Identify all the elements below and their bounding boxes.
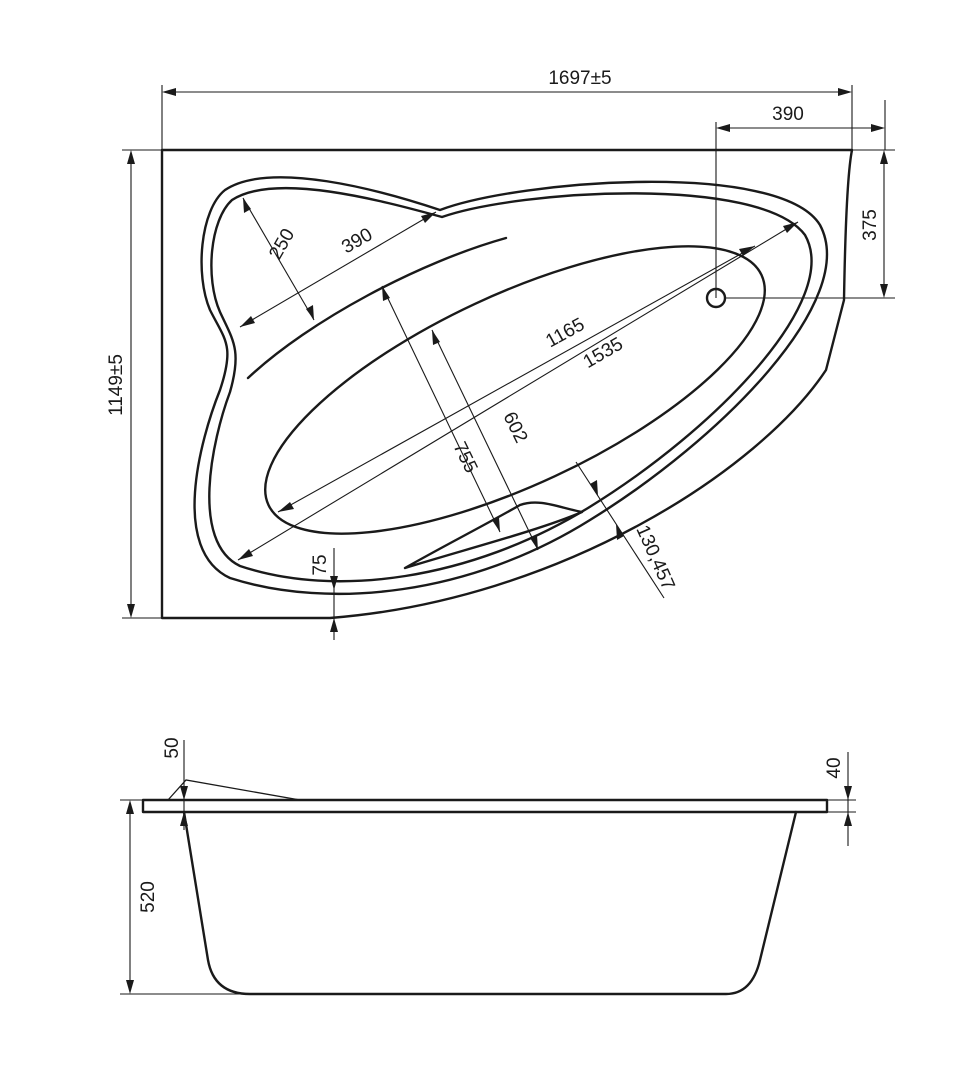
dim-rim-width: 75 [310,548,338,640]
dim-drain-offset-y: 375 [726,149,895,299]
dim-headrest-length: 390 [239,211,437,328]
label-rim-height-left: 50 [162,737,183,758]
tub-outer-frame [160,148,854,620]
dim-overall-width: 1149±5 [106,149,162,619]
armrest [403,501,584,570]
label-outer-width: 755 [449,439,482,477]
tub-rim [141,798,829,814]
label-rim-height-right: 40 [824,757,845,778]
dim-rim-height-left: 50 [162,737,188,830]
label-tub-depth: 520 [138,881,159,913]
label-overall-width: 1149±5 [106,354,127,416]
dim-outer-width: 755 [381,285,501,533]
side-view: 50 40 520 [120,737,856,996]
bowl-bottom-ellipse [264,245,766,535]
dim-headrest-width: 250 [242,197,315,321]
label-inner-width: 602 [499,409,532,447]
label-headrest-width: 250 [265,225,299,263]
bowl-outer-contour [193,176,828,595]
label-drain-offset-y: 375 [860,209,881,241]
bowl-inner-contour [208,186,813,583]
dim-overall-length: 1697±5 [161,68,853,150]
top-view: 1697±5 390 375 1149±5 [106,68,895,640]
dim-rim-height-right: 40 [824,752,856,846]
rim-slope-detail [167,779,301,801]
headrest-ridge [246,236,508,380]
dim-tub-depth: 520 [120,799,250,995]
label-headrest-length: 390 [338,224,376,258]
tub-body-profile [182,810,798,996]
label-rim-width: 75 [310,554,331,575]
dim-drain-offset-x: 390 [715,100,886,298]
label-drain-offset-x: 390 [772,104,804,125]
label-inner-length: 1165 [542,314,588,352]
label-overall-length: 1697±5 [548,68,611,89]
